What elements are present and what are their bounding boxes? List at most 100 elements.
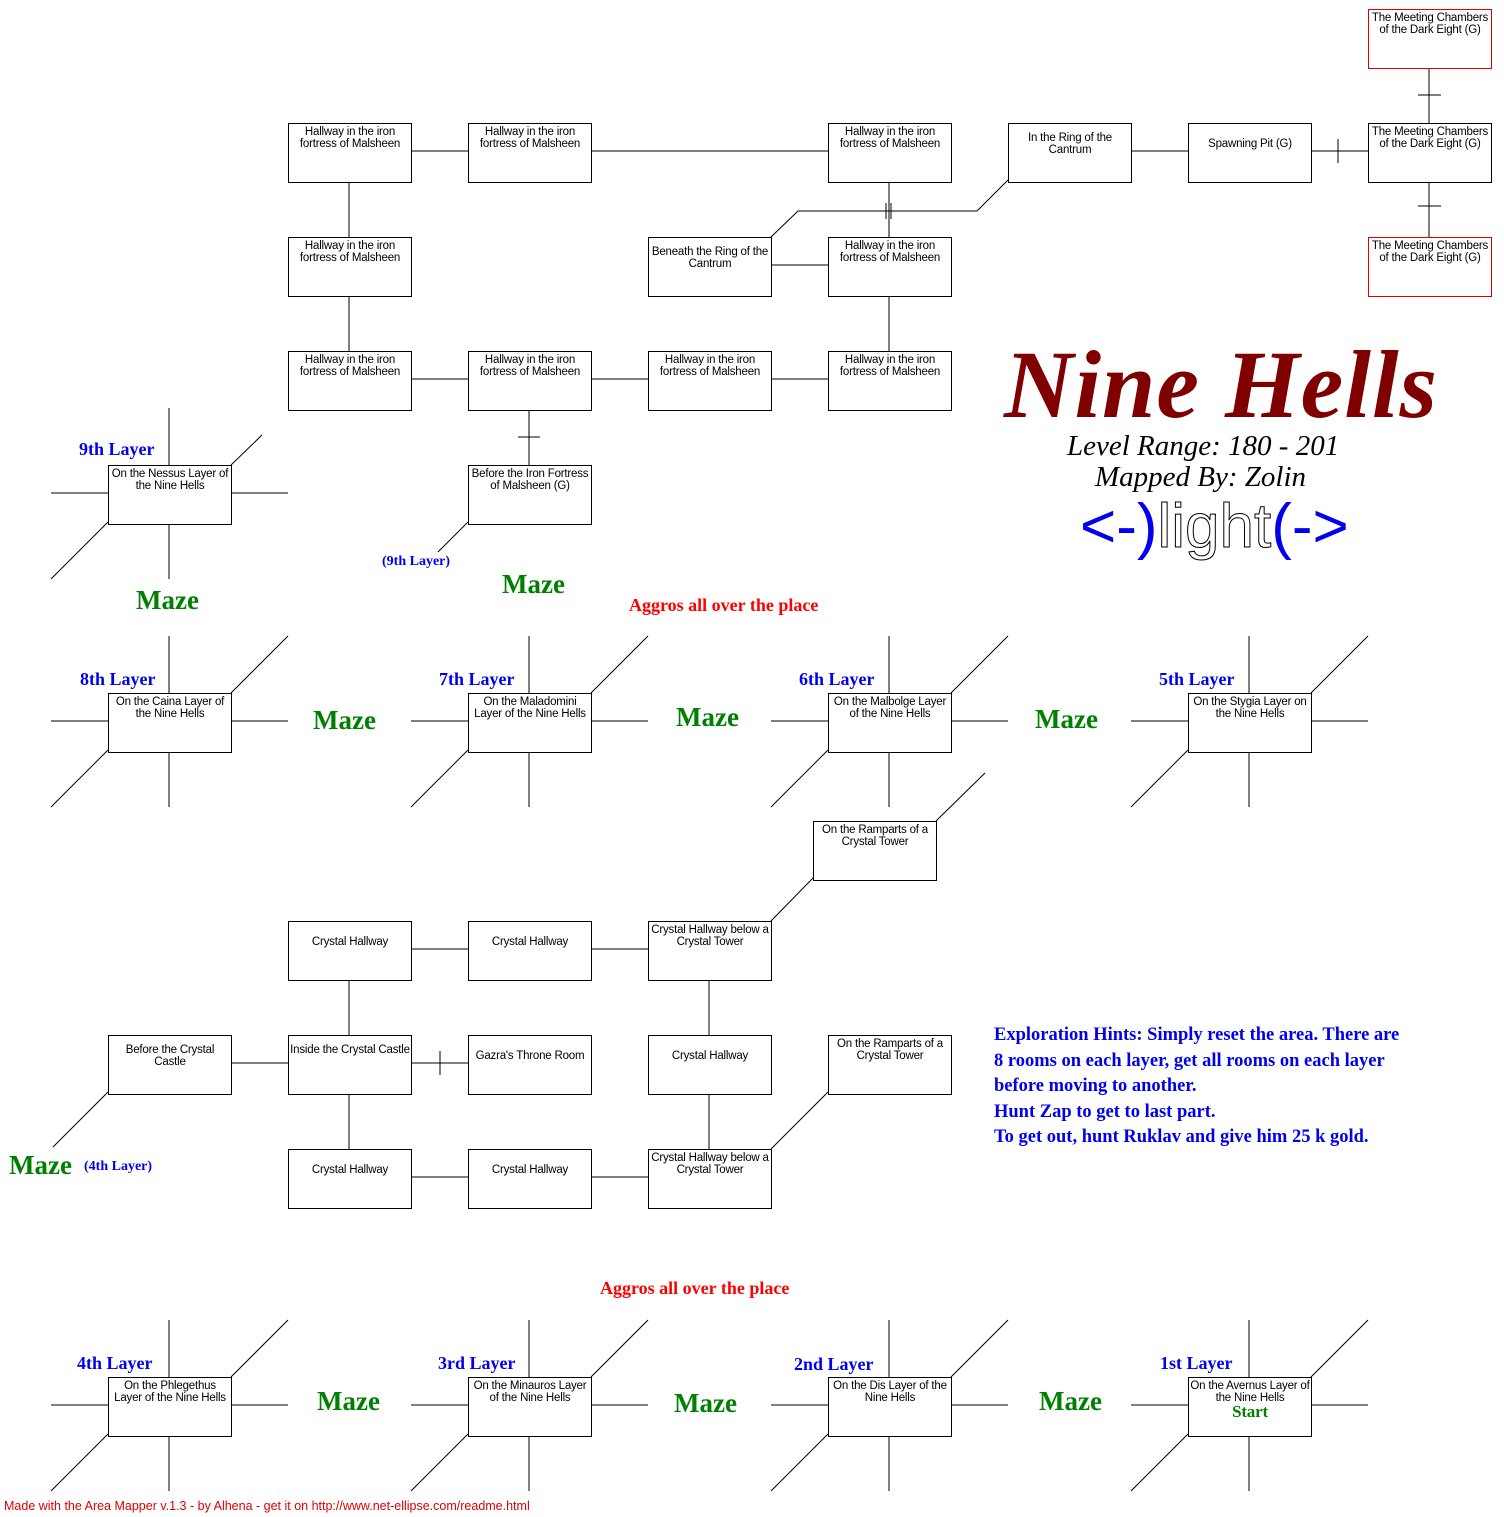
room: Hallway in the iron fortress of Malsheen xyxy=(288,123,412,183)
room: Hallway in the iron fortress of Malsheen xyxy=(468,123,592,183)
maze-label: Maze xyxy=(317,1386,380,1416)
room-label: Hallway in the iron fortress of Malsheen xyxy=(299,126,401,150)
room-label: Hallway in the iron fortress of Malsheen xyxy=(299,240,401,264)
layer-label-9-small: (9th Layer) xyxy=(382,554,451,569)
maze-label: Maze xyxy=(1035,704,1098,734)
room-label: The Meeting Chambers of the Dark Eight (… xyxy=(1371,12,1489,36)
room: In the Ring of the Cantrum xyxy=(1008,123,1132,183)
room-label: Crystal Hallway xyxy=(491,1164,569,1176)
room: Crystal Hallway xyxy=(288,1149,412,1209)
room: On the Ramparts of a Crystal Tower xyxy=(813,821,937,881)
logo-right: (-> xyxy=(1271,492,1349,561)
room-label: Crystal Hallway xyxy=(491,936,569,948)
map-title: Nine Hells xyxy=(1004,331,1438,438)
room: Hallway in the iron fortress of Malsheen xyxy=(828,351,952,411)
room: Hallway in the iron fortress of Malsheen xyxy=(828,237,952,297)
room-label: Beneath the Ring of the Cantrum xyxy=(651,246,769,270)
room-label: The Meeting Chambers of the Dark Eight (… xyxy=(1371,240,1489,264)
layer-label-5: 5th Layer xyxy=(1159,669,1235,689)
room: Hallway in the iron fortress of Malsheen xyxy=(288,351,412,411)
room: The Meeting Chambers of the Dark Eight (… xyxy=(1368,237,1492,297)
hint-line: before moving to another. xyxy=(994,1076,1197,1096)
room: On the Dis Layer of the Nine Hells xyxy=(828,1377,952,1437)
room-label: On the Nessus Layer of the Nine Hells xyxy=(111,468,229,492)
layer-label-9: 9th Layer xyxy=(79,439,155,459)
layer-label-2: 2nd Layer xyxy=(794,1354,874,1374)
room: Inside the Crystal Castle xyxy=(288,1035,412,1095)
room-label: Crystal Hallway below a Crystal Tower xyxy=(651,924,769,948)
room: Hallway in the iron fortress of Malsheen xyxy=(828,123,952,183)
room: On the Ramparts of a Crystal Tower xyxy=(828,1035,952,1095)
room: Spawning Pit (G) xyxy=(1188,123,1312,183)
room: On the Phlegethus Layer of the Nine Hell… xyxy=(108,1377,232,1437)
room-label: On the Maladomini Layer of the Nine Hell… xyxy=(474,696,586,720)
room-label: Hallway in the iron fortress of Malsheen xyxy=(839,126,941,150)
room: Before the Iron Fortress of Malsheen (G) xyxy=(468,465,592,525)
room: Crystal Hallway xyxy=(648,1035,772,1095)
room-label: On the Minauros Layer of the Nine Hells xyxy=(473,1380,587,1404)
room: Crystal Hallway xyxy=(288,921,412,981)
logo-word: light xyxy=(1157,492,1272,561)
guild-logo: <-)light(-> xyxy=(1080,492,1349,561)
room-label: On the Phlegethus Layer of the Nine Hell… xyxy=(114,1380,226,1404)
room-label: On the Malbolge Layer of the Nine Hells xyxy=(833,696,947,720)
room: On the Maladomini Layer of the Nine Hell… xyxy=(468,693,592,753)
room: Crystal Hallway below a Crystal Tower xyxy=(648,1149,772,1209)
room-label: On the Ramparts of a Crystal Tower xyxy=(822,824,928,848)
room-label: Before the Iron Fortress of Malsheen (G) xyxy=(471,468,589,492)
room: On the Malbolge Layer of the Nine Hells xyxy=(828,693,952,753)
room-label: Inside the Crystal Castle xyxy=(290,1044,410,1056)
exploration-hints: Exploration Hints: Simply reset the area… xyxy=(994,1023,1399,1151)
room: On the Caina Layer of the Nine Hells xyxy=(108,693,232,753)
room: Crystal Hallway xyxy=(468,921,592,981)
hint-line: To get out, hunt Ruklav and give him 25 … xyxy=(994,1127,1369,1147)
room: Before the Crystal Castle xyxy=(108,1035,232,1095)
maze-label: Maze xyxy=(674,1388,737,1418)
room-label: Hallway in the iron fortress of Malsheen xyxy=(479,354,581,378)
layer-label-8: 8th Layer xyxy=(80,669,156,689)
aggro-note: Aggros all over the place xyxy=(629,595,819,615)
room: On the Minauros Layer of the Nine Hells xyxy=(468,1377,592,1437)
room-label: Hallway in the iron fortress of Malsheen xyxy=(299,354,401,378)
level-range: Level Range: 180 - 201 xyxy=(1067,430,1340,462)
room: Hallway in the iron fortress of Malsheen xyxy=(288,237,412,297)
room: Crystal Hallway xyxy=(468,1149,592,1209)
layer-label-7: 7th Layer xyxy=(439,669,515,689)
layer-label-4: 4th Layer xyxy=(77,1353,153,1373)
room-label: Hallway in the iron fortress of Malsheen xyxy=(659,354,761,378)
maze-label: Maze xyxy=(1039,1386,1102,1416)
room-label: Hallway in the iron fortress of Malsheen xyxy=(479,126,581,150)
maze-label: Maze xyxy=(313,705,376,735)
room: Crystal Hallway below a Crystal Tower xyxy=(648,921,772,981)
hint-line: Hunt Zap to get to last part. xyxy=(994,1101,1216,1122)
room: Hallway in the iron fortress of Malsheen xyxy=(468,351,592,411)
maze-label: Maze xyxy=(9,1150,72,1180)
layer-label-6: 6th Layer xyxy=(799,669,875,689)
layer-label-1: 1st Layer xyxy=(1160,1353,1233,1373)
room-label: On the Stygia Layer on the Nine Hells xyxy=(1193,696,1307,720)
room-label: Crystal Hallway xyxy=(311,936,389,948)
room-label: Crystal Hallway below a Crystal Tower xyxy=(651,1152,769,1176)
mapped-by: Mapped By: Zolin xyxy=(1095,461,1307,493)
room-label: On the Avernus Layer of the Nine Hells xyxy=(1190,1380,1310,1404)
room: Beneath the Ring of the Cantrum xyxy=(648,237,772,297)
room-label: On the Caina Layer of the Nine Hells xyxy=(115,696,225,720)
room: The Meeting Chambers of the Dark Eight (… xyxy=(1368,9,1492,69)
hint-line: 8 rooms on each layer, get all rooms on … xyxy=(994,1050,1385,1071)
room-label: On the Dis Layer of the Nine Hells xyxy=(833,1380,947,1404)
room: Hallway in the iron fortress of Malsheen xyxy=(648,351,772,411)
maze-label: Maze xyxy=(136,585,199,615)
room-label: In the Ring of the Cantrum xyxy=(1028,132,1112,156)
room-label: Hallway in the iron fortress of Malsheen xyxy=(839,354,941,378)
room-label: Spawning Pit (G) xyxy=(1208,138,1292,150)
room-label: Crystal Hallway xyxy=(311,1164,389,1176)
maze-label: Maze xyxy=(676,702,739,732)
aggro-note: Aggros all over the place xyxy=(600,1278,790,1298)
layer-label-4-small: (4th Layer) xyxy=(84,1159,153,1174)
room-label: Before the Crystal Castle xyxy=(125,1044,215,1068)
room-label: Gazra's Throne Room xyxy=(475,1050,585,1062)
room: The Meeting Chambers of the Dark Eight (… xyxy=(1368,123,1492,183)
